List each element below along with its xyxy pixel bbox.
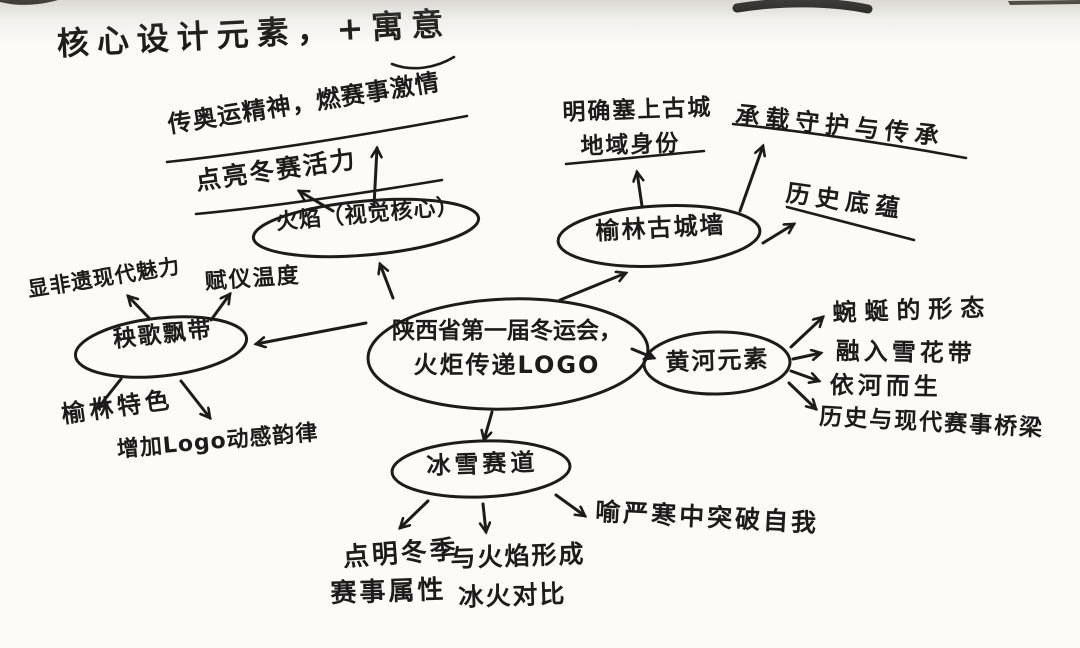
river-note-born-by-river: 依河而生 bbox=[829, 371, 943, 401]
arrow-center-to-wall bbox=[558, 273, 626, 302]
arrow-flame-to-vitality-note bbox=[299, 189, 335, 213]
ribbon-node-ellipse bbox=[73, 315, 249, 379]
arrow-river-to-born-note bbox=[789, 369, 819, 381]
underline-wall-heritage bbox=[731, 122, 968, 160]
underline-wall-identity bbox=[564, 149, 706, 166]
river-node-ellipse bbox=[642, 330, 792, 396]
track-note-contrast-line2: 冰火对比 bbox=[457, 579, 567, 612]
river-note-snow-ribbon: 融入雪花带 bbox=[835, 337, 976, 368]
arrow-river-to-bridge-note bbox=[787, 381, 816, 409]
wall-note-identity-line1: 明确塞上古城 bbox=[562, 94, 713, 126]
arrow-river-to-shape-note bbox=[789, 317, 823, 349]
wall-node-ellipse bbox=[556, 204, 762, 268]
arrow-ribbon-to-charm-note bbox=[128, 296, 152, 321]
arrow-flame-to-spirit-note bbox=[374, 148, 377, 208]
photo-edge-artifact-right bbox=[1008, 0, 1080, 5]
wall-note-identity-line2: 地域身份 bbox=[580, 130, 681, 160]
arrow-center-to-river bbox=[630, 347, 654, 358]
track-note-contrast-line1: 与火焰形成 bbox=[449, 539, 586, 573]
arrow-center-to-track bbox=[484, 410, 494, 440]
underline-flame-spirit bbox=[165, 114, 469, 164]
underline-wall-history bbox=[785, 205, 916, 242]
track-node-label: 冰雪赛道 bbox=[425, 448, 539, 481]
river-node-label: 黄河元素 bbox=[664, 344, 770, 377]
photo-edge-artifact-left bbox=[0, 0, 58, 5]
arrow-track-to-breakthrough-note bbox=[554, 493, 585, 516]
track-node-ellipse bbox=[390, 439, 572, 499]
arrow-center-to-ribbon bbox=[256, 321, 368, 344]
arrow-wall-to-history-note bbox=[761, 222, 794, 245]
title-underline-swash bbox=[390, 55, 456, 70]
center-node-label-line1: 陕西省第一届冬运会， bbox=[392, 318, 622, 344]
arrow-wall-to-identity-note bbox=[637, 172, 642, 208]
photo-edge-artifact-center bbox=[732, 0, 873, 14]
underline-flame-vitality bbox=[194, 178, 444, 216]
flame-node-ellipse bbox=[251, 197, 481, 259]
arrow-ribbon-to-feature-note bbox=[98, 377, 123, 408]
arrow-track-to-contrast-note bbox=[483, 502, 486, 532]
arrow-center-to-flame bbox=[380, 264, 395, 300]
arrow-river-to-snow-note bbox=[791, 353, 821, 359]
river-note-shape: 蜿蜒的形态 bbox=[831, 293, 993, 327]
track-note-season-line2: 赛事属性 bbox=[329, 574, 447, 609]
arrow-ribbon-to-warmth-note bbox=[209, 294, 230, 322]
arrow-track-to-season-note bbox=[400, 499, 430, 528]
arrow-wall-to-heritage-note bbox=[738, 146, 763, 213]
center-node-label-line2: 火炬传递LOGO bbox=[413, 351, 601, 379]
arrow-ribbon-to-rhythm-note bbox=[179, 379, 210, 418]
